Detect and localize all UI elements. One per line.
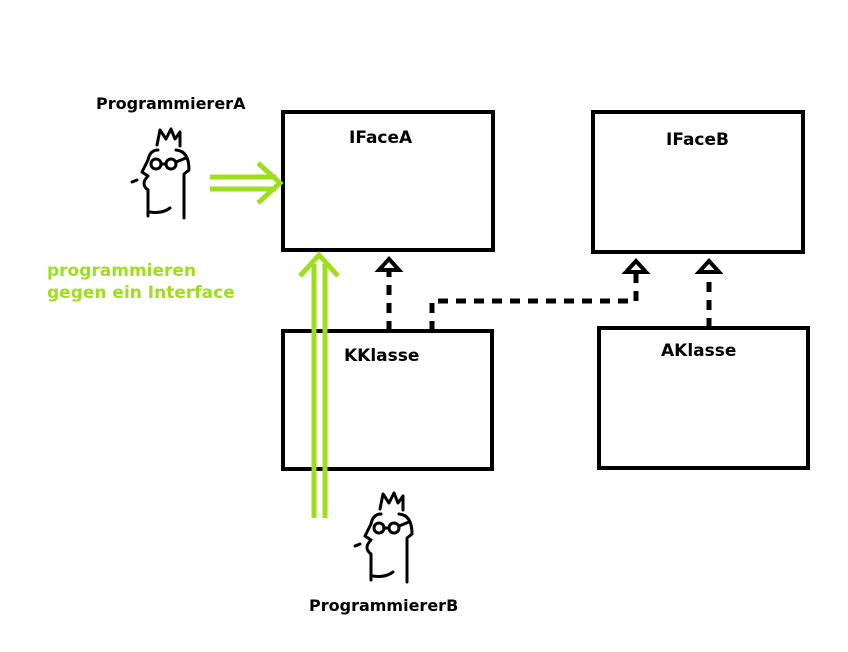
aklasse-box [597,326,810,470]
programmer-b-label: ProgrammiererB [309,596,459,615]
programmer-a-label: ProgrammiererA [96,94,246,113]
green-arrow-right [210,161,284,205]
kklasse-label: KKlasse [344,346,420,366]
implements-edges [386,272,712,331]
head-outline [140,148,160,218]
green-arrow-up [298,251,340,518]
arrowhead-iface-b-left [621,258,651,274]
aklasse-label: AKlasse [661,341,737,361]
iface-b-box [591,110,805,254]
arrowhead-iface-a [374,256,404,272]
annotation-line-1: programmieren [47,261,197,281]
annotation-line-2: gegen ein Interface [47,283,235,303]
crown-icon [155,127,182,148]
arrowhead-iface-b-right [694,258,724,274]
programmer-a-figure [130,127,191,220]
programmer-b-figure [353,491,414,584]
iface-a-box [281,110,495,252]
interface-arrowheads [374,256,724,274]
kklasse-implements-iface-b [429,274,639,331]
iface-b-label: IFaceB [666,130,729,150]
head-outline [363,512,383,582]
iface-a-label: IFaceA [349,128,413,148]
crown-icon [378,491,405,512]
